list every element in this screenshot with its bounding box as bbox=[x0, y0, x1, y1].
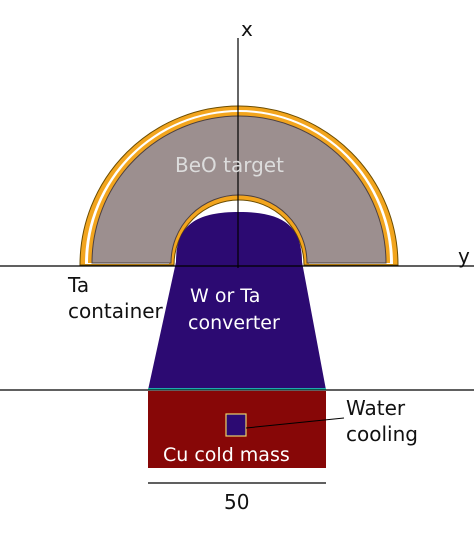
converter bbox=[148, 212, 326, 390]
beo-target-label: BeO target bbox=[175, 153, 284, 177]
converter-label-line1: W or Ta bbox=[190, 285, 260, 307]
ta-container-label-line1: Ta bbox=[67, 273, 89, 297]
water-cooling-channel bbox=[225, 413, 247, 437]
beo-target bbox=[91, 115, 387, 264]
dimension-value: 50 bbox=[224, 490, 249, 514]
water-leader-line bbox=[245, 417, 345, 429]
y-axis-label: y bbox=[458, 244, 470, 268]
water-cooling-label-line1: Water bbox=[346, 396, 406, 420]
converter-label-line2: converter bbox=[188, 312, 280, 334]
x-axis-label: x bbox=[241, 17, 253, 41]
water-cooling-label-line2: cooling bbox=[346, 422, 418, 446]
cu-cold-mass-label: Cu cold mass bbox=[163, 444, 290, 466]
ta-container-label-line2: container bbox=[68, 299, 164, 323]
